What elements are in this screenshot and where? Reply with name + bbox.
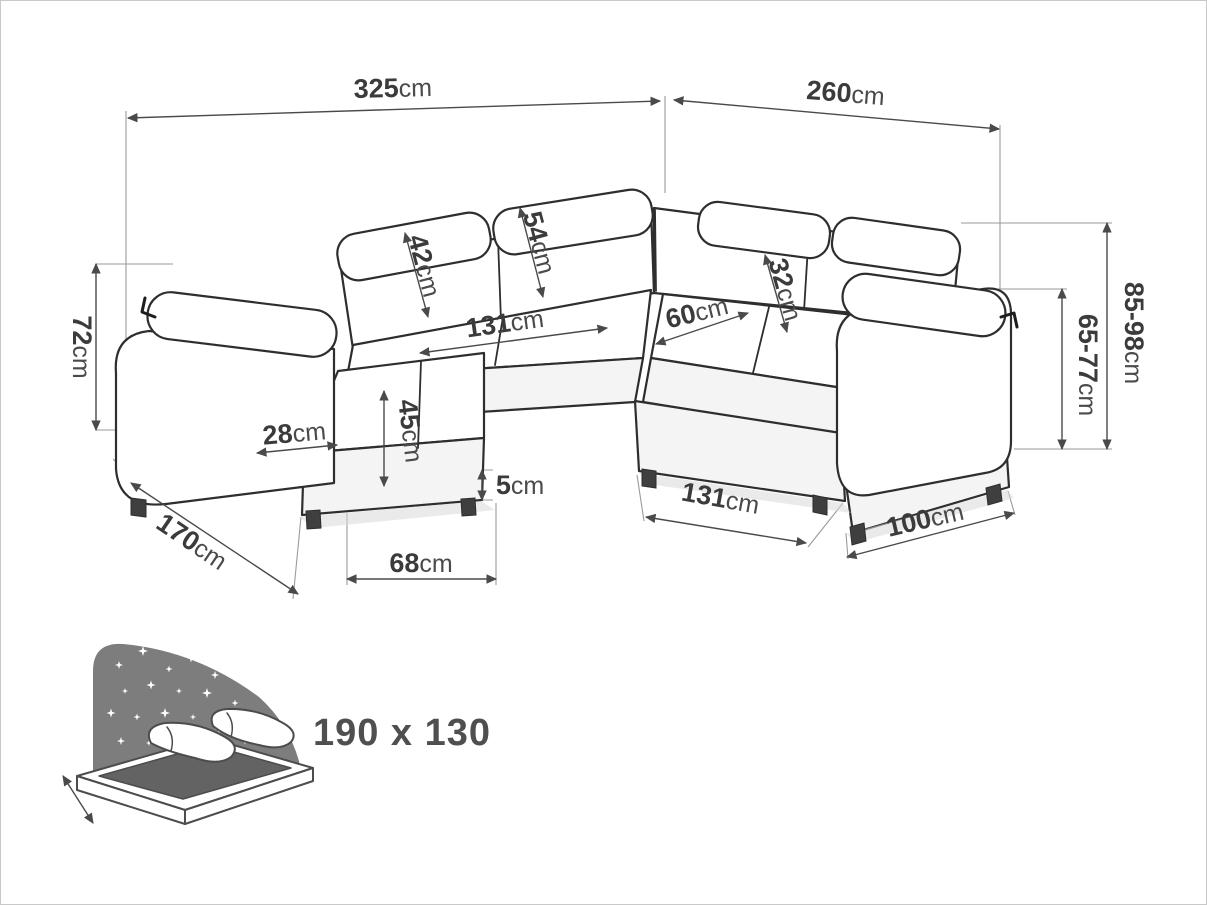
sofa-foot bbox=[812, 494, 828, 516]
dim-label-seat-width-left: 131cm bbox=[464, 303, 546, 344]
star-icon bbox=[234, 664, 244, 674]
sofa-foot bbox=[641, 468, 657, 489]
front-skirt bbox=[633, 399, 847, 503]
sofa-foot bbox=[460, 497, 477, 517]
unfold-arrow-icon bbox=[62, 775, 94, 824]
floor-shadow bbox=[299, 501, 495, 528]
dim-label-chaise-side: 28cm bbox=[261, 415, 327, 450]
sofa-foot bbox=[985, 483, 1003, 506]
dim-label-armrest-height: 65-77cm bbox=[1073, 314, 1103, 416]
dim-label-top-depth: 260cm bbox=[805, 75, 886, 111]
star-icon bbox=[255, 685, 263, 693]
sleeping-area-label: 190 x 130 bbox=[313, 712, 491, 754]
extension-line bbox=[845, 532, 849, 560]
dim-line-28 bbox=[255, 441, 339, 457]
sofa-foot bbox=[849, 522, 867, 546]
extension-line bbox=[636, 474, 645, 522]
floor-shadow bbox=[639, 473, 851, 513]
dim-line-131-front bbox=[644, 513, 808, 547]
dim-line-100 bbox=[845, 510, 1016, 560]
mattress-side-right bbox=[184, 767, 314, 825]
sofa-foot bbox=[130, 497, 147, 518]
backrest-corner-seam bbox=[654, 209, 657, 292]
dim-line-325 bbox=[126, 96, 662, 123]
dimension-lines bbox=[91, 96, 1112, 595]
sofa-foot bbox=[305, 509, 322, 530]
dim-line-260 bbox=[672, 96, 1001, 133]
extension-line bbox=[292, 516, 302, 600]
dim-label-gap: 5cm bbox=[496, 470, 544, 500]
dim-line-170 bbox=[130, 482, 299, 595]
chaise-seam bbox=[417, 360, 422, 449]
headrest-bracket-icon bbox=[140, 296, 157, 319]
sleeping-function-icon: 190 x 130 bbox=[62, 643, 491, 825]
dim-label-seat-depth-right: 60cm bbox=[662, 290, 731, 334]
dim-label-left-arm-height: 72cm bbox=[67, 315, 97, 378]
pillow bbox=[210, 707, 295, 749]
mattress-sleeping-surface bbox=[98, 744, 292, 800]
dim-label-chaise-front-width: 68cm bbox=[389, 548, 452, 578]
headrest-bracket-icon bbox=[999, 311, 1019, 329]
dimension-labels: 325cm 260cm 72cm 42cm 54cm 32cm 131cm 60… bbox=[67, 72, 1149, 578]
headrest-cushion bbox=[696, 200, 832, 260]
pillow-fold-line bbox=[166, 726, 174, 752]
headrest-cushion bbox=[830, 216, 962, 277]
sofa-illustration bbox=[114, 188, 1019, 546]
pillow-fold-line bbox=[226, 712, 234, 738]
armrest-left-body bbox=[114, 329, 336, 506]
dim-line-54 bbox=[517, 206, 546, 299]
star-icon bbox=[271, 701, 283, 713]
dim-line-60 bbox=[654, 311, 750, 346]
dim-label-top-width: 325cm bbox=[353, 72, 432, 104]
dim-line-32 bbox=[763, 253, 789, 334]
dim-label-total-height: 85-98cm bbox=[1119, 282, 1149, 384]
dim-line-42 bbox=[402, 231, 431, 319]
dim-label-chaise-seat-height: 45cm bbox=[392, 398, 429, 465]
dim-label-chaise-depth: 170cm bbox=[151, 507, 233, 576]
backrest-seam bbox=[497, 238, 502, 322]
dim-line-131-seat bbox=[418, 324, 609, 357]
